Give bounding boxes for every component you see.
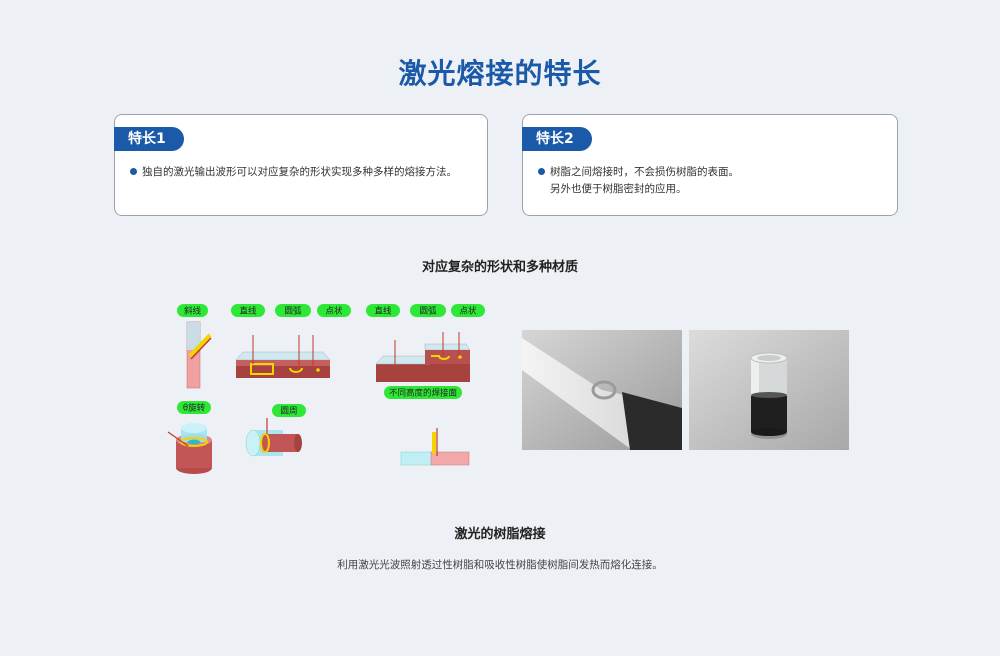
label-dot-2: 点状 [459, 306, 477, 317]
flat-plate-illustration: 直线 圆弧 点状 [231, 304, 351, 378]
stepped-plate-illustration: 直线 圆弧 点状 不同高度的焊接面 [366, 304, 485, 399]
label-theta-rotate: θ旋转 [183, 403, 206, 414]
feature-2-text-1: 树脂之间熔接时，不会损伤树脂的表面。 [550, 166, 739, 178]
resin-description: 利用激光光波照射透过性树脂和吸收性树脂使树脂间发热而熔化连接。 [337, 559, 663, 571]
feature-2-line-2: 另外也便于树脂密封的应用。 [537, 181, 739, 198]
photo-cylinder-weld [689, 330, 849, 450]
bullet-icon [538, 168, 545, 175]
label-line-2: 直线 [374, 306, 392, 317]
label-arc-1: 圆弧 [284, 306, 302, 317]
label-slant: 斜线 [184, 306, 202, 317]
section-title-resin: 激光的树脂熔接 [454, 527, 546, 542]
feature-card-1: 特长1 独自的激光输出波形可以对应复杂的形状实现多种多样的熔接方法。 [114, 114, 488, 216]
label-line-1: 直线 [239, 306, 257, 317]
feature-tag-1: 特长1 [114, 127, 184, 151]
photo-film-weld [522, 330, 682, 450]
t-joint-illustration [400, 428, 470, 466]
page-title: 激光熔接的特长 [398, 57, 602, 90]
label-height-diff: 不同高度的焊接面 [389, 388, 458, 399]
feature-card-2: 特长2 树脂之间熔接时，不会损伤树脂的表面。 另外也便于树脂密封的应用。 [522, 114, 898, 216]
feature-2-text-2: 另外也便于树脂密封的应用。 [550, 183, 687, 195]
circumference-illustration: 圆周 [245, 404, 306, 457]
section-title-shapes: 对应复杂的形状和多种材质 [421, 260, 578, 275]
slant-weld-illustration: 斜线 [177, 304, 212, 389]
label-arc-2: 圆弧 [419, 306, 437, 317]
label-dot-1: 点状 [325, 306, 343, 317]
theta-rotate-illustration: θ旋转 [167, 401, 212, 474]
feature-1-line-1: 独自的激光输出波形可以对应复杂的形状实现多种多样的熔接方法。 [129, 164, 457, 181]
bullet-icon [130, 168, 137, 175]
feature-tag-2: 特长2 [522, 127, 592, 151]
feature-1-text-1: 独自的激光输出波形可以对应复杂的形状实现多种多样的熔接方法。 [142, 166, 457, 178]
label-circ: 圆周 [280, 407, 297, 417]
feature-2-line-1: 树脂之间熔接时，不会损伤树脂的表面。 [537, 164, 739, 181]
